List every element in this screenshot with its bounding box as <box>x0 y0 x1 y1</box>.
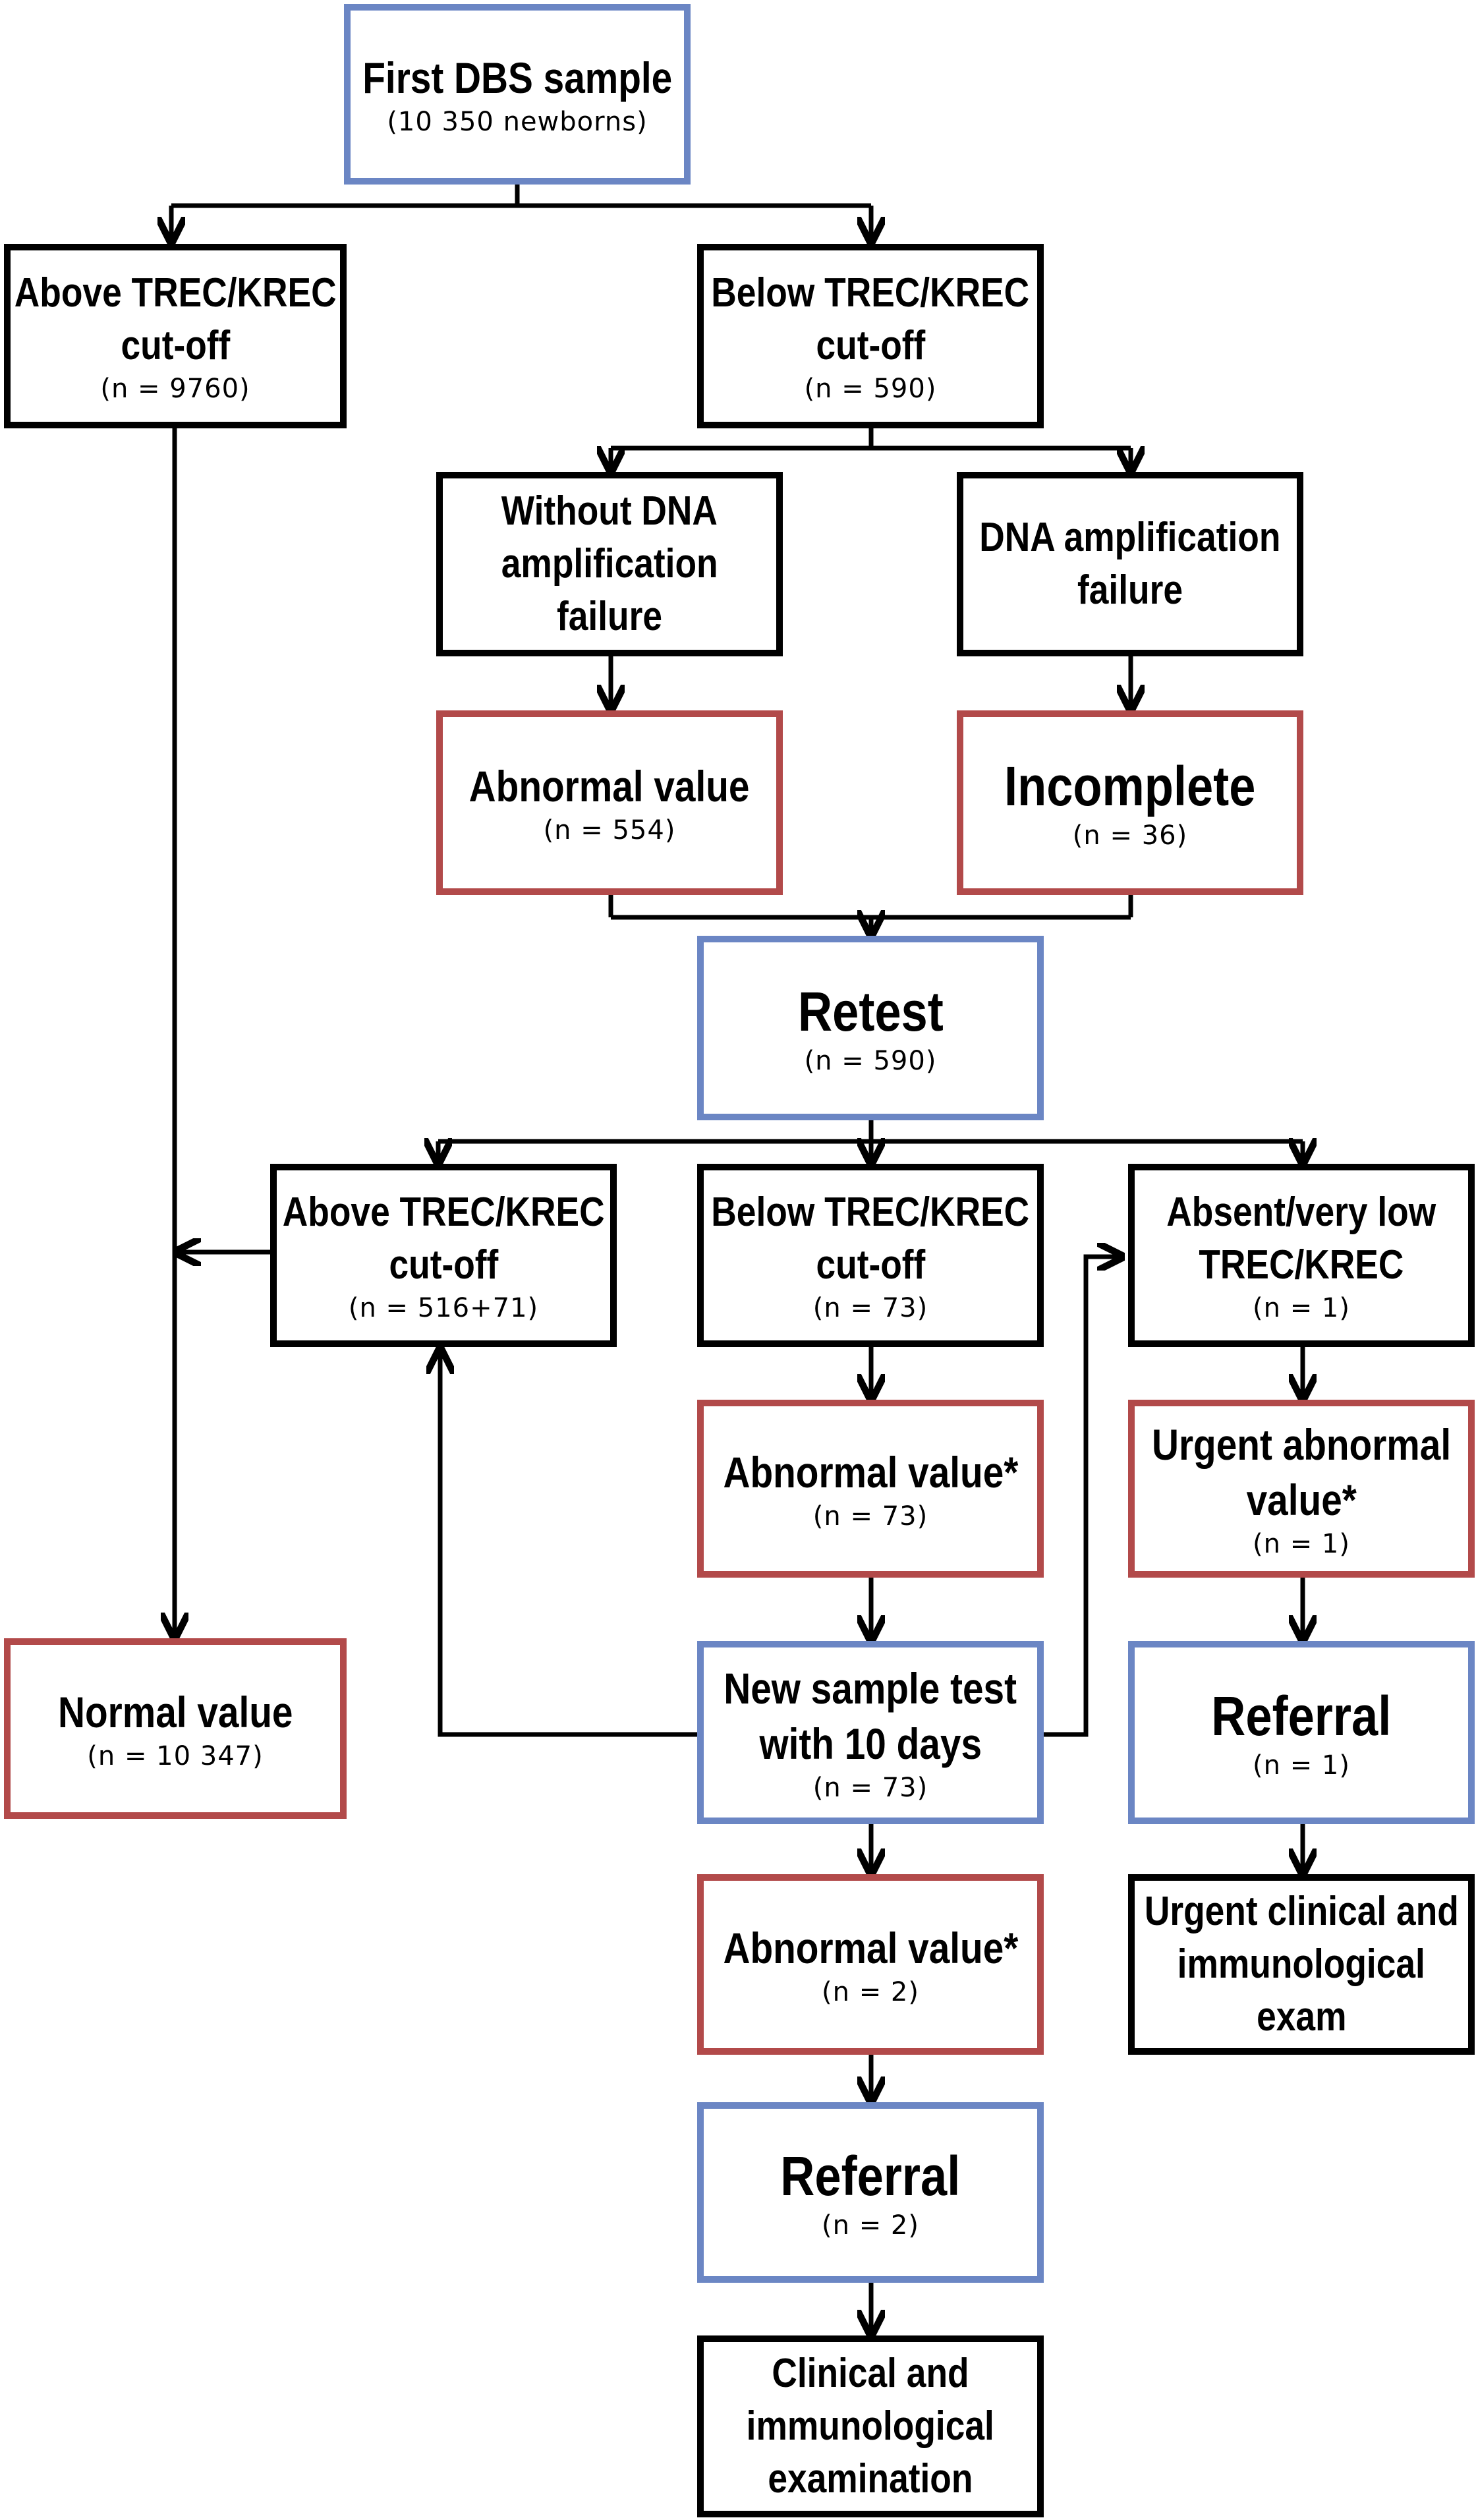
node-title: Retest <box>797 981 944 1043</box>
node-title-line: cut-off <box>389 1242 498 1288</box>
urgent-clinical-exam-box: Urgent clinical and immunological exam <box>1128 1874 1475 2055</box>
node-title-line: New sample test <box>724 1664 1017 1713</box>
node-title: First DBS sample <box>362 53 672 102</box>
abnormal-value-new-sample-box: Abnormal value* (n = 2) <box>697 1874 1044 2055</box>
node-title-line: Below TREC/KREC <box>711 270 1030 316</box>
above-cutoff-first-box: Above TREC/KREC cut-off (n = 9760) <box>4 244 347 428</box>
node-count: (n = 73) <box>812 1773 928 1803</box>
abnormal-value-first-box: Abnormal value (n = 554) <box>436 710 783 895</box>
node-count: (10 350 newborns) <box>387 107 648 137</box>
node-title-line: Urgent abnormal <box>1151 1420 1452 1469</box>
node-title-line: failure <box>1077 567 1183 613</box>
node-title-line: Without DNA <box>501 488 718 534</box>
node-count: (n = 36) <box>1072 820 1188 851</box>
node-title: Referral <box>1211 1685 1392 1747</box>
node-title-line: Absent/very low <box>1166 1189 1436 1235</box>
node-title-line: amplification <box>501 541 718 587</box>
incomplete-box: Incomplete (n = 36) <box>957 710 1303 895</box>
above-cutoff-retest-box: Above TREC/KREC cut-off (n = 516+71) <box>270 1164 617 1347</box>
node-count: (n = 590) <box>804 1046 937 1076</box>
below-cutoff-retest-box: Below TREC/KREC cut-off (n = 73) <box>697 1164 1044 1347</box>
node-count: (n = 73) <box>812 1293 928 1323</box>
connector-arrow <box>1042 1257 1120 1737</box>
node-title-line: cut-off <box>121 323 230 368</box>
node-title-line: failure <box>556 594 663 639</box>
absent-very-low-box: Absent/very low TREC/KREC (n = 1) <box>1128 1164 1475 1347</box>
node-count: (n = 1) <box>1253 1750 1350 1781</box>
node-count: (n = 516+71) <box>348 1293 539 1323</box>
node-title-line: TREC/KREC <box>1199 1242 1404 1288</box>
node-title-line: Above TREC/KREC <box>282 1189 605 1235</box>
node-count: (n = 2) <box>822 2210 919 2241</box>
node-title-line: Urgent clinical and <box>1144 1889 1459 1934</box>
node-title-line: value* <box>1246 1475 1357 1524</box>
node-count: (n = 554) <box>543 815 676 845</box>
dna-amplification-failure-box: DNA amplification failure <box>957 472 1303 656</box>
node-count: (n = 1) <box>1253 1529 1350 1559</box>
node-title: Abnormal value* <box>723 1448 1018 1497</box>
node-title-line: Clinical and <box>772 2351 969 2396</box>
node-count: (n = 73) <box>812 1501 928 1532</box>
abnormal-value-retest-box: Abnormal value* (n = 73) <box>697 1400 1044 1578</box>
clinical-exam-box: Clinical and immunological examination <box>697 2335 1044 2517</box>
node-title: Incomplete <box>1004 755 1256 817</box>
node-title-line: immunological <box>1177 1941 1426 1987</box>
node-title-line: Above TREC/KREC <box>14 270 337 316</box>
node-title-line: Below TREC/KREC <box>711 1189 1030 1235</box>
referral-box: Referral (n = 2) <box>697 2102 1044 2283</box>
node-count: (n = 590) <box>804 374 937 404</box>
node-title: Abnormal value <box>469 762 750 811</box>
node-count: (n = 2) <box>822 1977 919 2007</box>
new-sample-test-box: New sample test with 10 days (n = 73) <box>697 1641 1044 1824</box>
node-title-line: with 10 days <box>759 1719 982 1768</box>
referral-urgent-box: Referral (n = 1) <box>1128 1641 1475 1824</box>
first-dbs-sample-box: First DBS sample (10 350 newborns) <box>344 4 691 185</box>
node-title-line: exam <box>1256 1994 1347 2040</box>
node-title-line: immunological <box>746 2403 995 2449</box>
node-title: Referral <box>780 2145 961 2207</box>
normal-value-box: Normal value (n = 10 347) <box>4 1638 347 1819</box>
connector-arrow <box>440 1351 700 1737</box>
node-title-line: cut-off <box>816 323 925 368</box>
node-count: (n = 10 347) <box>87 1741 264 1771</box>
retest-box: Retest (n = 590) <box>697 936 1044 1120</box>
node-title-line: DNA amplification <box>979 515 1281 560</box>
node-count: (n = 1) <box>1253 1293 1350 1323</box>
node-title-line: cut-off <box>816 1242 925 1288</box>
without-dna-failure-box: Without DNA amplification failure <box>436 472 783 656</box>
node-title: Normal value <box>57 1688 293 1736</box>
urgent-abnormal-value-box: Urgent abnormal value* (n = 1) <box>1128 1400 1475 1578</box>
node-title-line: examination <box>768 2456 973 2502</box>
node-title: Abnormal value* <box>723 1924 1018 1972</box>
node-count: (n = 9760) <box>100 374 250 404</box>
below-cutoff-first-box: Below TREC/KREC cut-off (n = 590) <box>697 244 1044 428</box>
